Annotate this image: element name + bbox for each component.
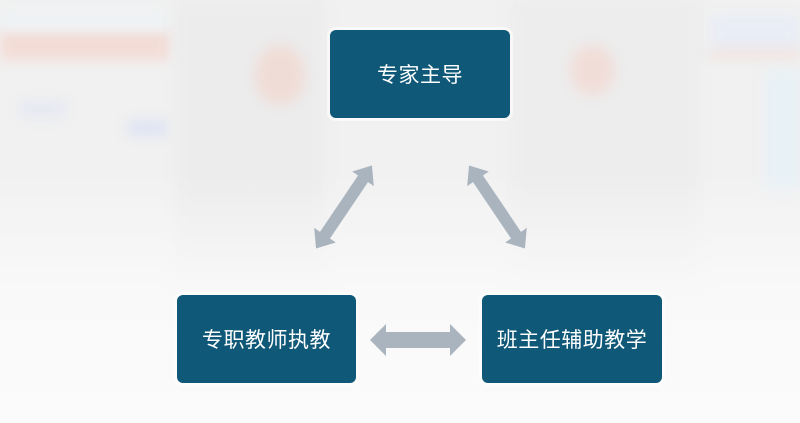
double-arrow-top-to-left bbox=[314, 165, 374, 249]
node-label: 专家主导 bbox=[377, 63, 463, 87]
node-label: 班主任辅助教学 bbox=[496, 328, 648, 352]
node-class-teacher-assist: 班主任辅助教学 bbox=[482, 295, 662, 383]
node-expert-led: 专家主导 bbox=[330, 30, 510, 118]
double-arrow-left-to-right bbox=[370, 324, 466, 356]
double-arrow-top-to-right bbox=[467, 165, 527, 249]
node-label: 专职教师执教 bbox=[202, 328, 331, 352]
node-fulltime-teacher: 专职教师执教 bbox=[177, 295, 356, 383]
